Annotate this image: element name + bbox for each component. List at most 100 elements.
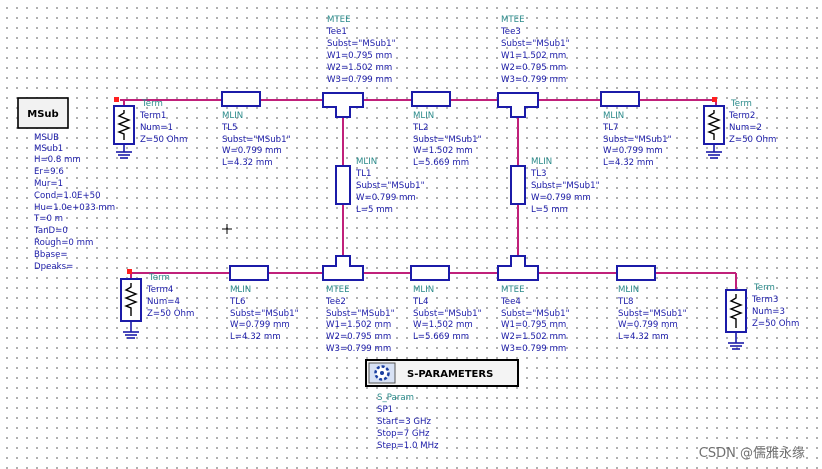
tl2-w: W=1.502 mm <box>413 146 473 156</box>
term2-component[interactable]: Term Term2 Num=2 Z=50 Ohm <box>703 97 776 159</box>
tee4-w2: W2=1.502 mm <box>501 332 566 342</box>
tl4-box[interactable] <box>410 265 450 281</box>
tee1-component[interactable]: MTEE Tee1 Subst="MSub1" W1=0.795 mm W2=1… <box>322 15 396 118</box>
msub-name: MSub1 <box>34 144 63 154</box>
tl4-w: W=1.502 mm <box>413 320 473 330</box>
tee4-subst: Subst="MSub1" <box>501 309 570 319</box>
tee3-shape[interactable] <box>497 92 539 118</box>
tee3-name: Tee3 <box>500 27 521 37</box>
tl4-subst: Subst="MSub1" <box>413 309 482 319</box>
tee1-type: MTEE <box>327 15 351 25</box>
term4-component[interactable]: Term Term4 Num=4 Z=50 Ohm <box>120 269 194 339</box>
sparam-component[interactable]: S-PARAMETERS S_Param SP1 Start=3 GHz Sto… <box>365 359 519 451</box>
tl6-box[interactable] <box>229 265 269 281</box>
tee2-shape[interactable] <box>322 255 364 281</box>
tl5-box[interactable] <box>221 91 261 107</box>
msub-param: Rough=0 mm <box>34 238 93 248</box>
tl5-l: L=4.32 mm <box>222 158 273 168</box>
tl1-name: TL1 <box>355 169 372 179</box>
tl3-component[interactable]: MLIN TL3 Subst="MSub1" W=0.799 mm L=5 mm <box>510 157 600 215</box>
term3-resistor-zigzag <box>729 294 743 328</box>
tee4-component[interactable]: MTEE Tee4 Subst="MSub1" W1=0.795 mm W2=1… <box>497 255 570 354</box>
tee2-component[interactable]: MTEE Tee2 Subst="MSub1" W1=1.502 mm W2=0… <box>322 255 395 354</box>
tl3-box[interactable] <box>510 165 526 205</box>
tl5-subst: Subst="MSub1" <box>222 135 291 145</box>
watermark: CSDN @儒雅永缘 <box>699 446 805 461</box>
tl3-name: TL3 <box>530 169 547 179</box>
term2-num: Num=2 <box>729 123 762 133</box>
tl6-w: W=0.799 mm <box>230 320 290 330</box>
tl2-box[interactable] <box>411 91 451 107</box>
term4-type: Term <box>148 273 170 283</box>
tl7-component[interactable]: MLIN TL7 Subst="MSub1" W=0.799 mm L=4.32… <box>600 91 672 168</box>
pin-marker <box>712 97 717 102</box>
tee2-subst: Subst="MSub1" <box>326 309 395 319</box>
term3-component[interactable]: Term Term3 Num=3 Z=50 Ohm <box>725 283 799 350</box>
term3-z: Z=50 Ohm <box>752 319 799 329</box>
term1-resistor-zigzag <box>117 110 131 140</box>
tee4-type: MTEE <box>501 285 525 295</box>
msub-param: H=0.8 mm <box>34 155 81 165</box>
msub-box[interactable] <box>17 97 69 129</box>
tl2-component[interactable]: MLIN TL2 Subst="MSub1" W=1.502 mm L=5.66… <box>411 91 482 168</box>
tl1-type: MLIN <box>356 157 377 167</box>
tl7-box[interactable] <box>600 91 640 107</box>
term1-component[interactable]: Term Term1 Num=1 Z=50 Ohm <box>113 97 187 159</box>
term2-resistor-zigzag <box>707 110 721 140</box>
tl8-l: L=4.32 mm <box>618 332 669 342</box>
tl8-type: MLIN <box>618 285 639 295</box>
tee2-w1: W1=1.502 mm <box>326 320 391 330</box>
msub-param: Bbase= <box>34 250 68 260</box>
tl2-subst: Subst="MSub1" <box>413 135 482 145</box>
sparam-stop: Stop=7 GHz <box>377 429 430 439</box>
tl8-name: TL8 <box>617 297 634 307</box>
sparam-type: S_Param <box>377 393 414 403</box>
tl7-w: W=0.799 mm <box>603 146 663 156</box>
tl8-component[interactable]: MLIN TL8 Subst="MSub1" W=0.799 mm L=4.32… <box>616 265 687 342</box>
tee3-type: MTEE <box>501 15 525 25</box>
msub-type: MSUB <box>34 133 59 143</box>
msub-param: Er=9.6 <box>34 167 64 177</box>
tl6-subst: Subst="MSub1" <box>230 309 299 319</box>
tl8-box[interactable] <box>616 265 656 281</box>
tl1-component[interactable]: MLIN TL1 Subst="MSub1" W=0.799 mm L=5 mm <box>335 157 425 215</box>
term3-name: Term3 <box>751 295 778 305</box>
tee4-shape[interactable] <box>497 255 539 281</box>
tee1-w2: W2=1.502 mm <box>327 63 392 73</box>
tl5-component[interactable]: MLIN TL5 Subst="MSub1" W=0.799 mm L=4.32… <box>221 91 291 168</box>
term2-z: Z=50 Ohm <box>729 135 776 145</box>
msub-param: Cond=1.0E+50 <box>34 191 101 201</box>
tee4-name: Tee4 <box>500 297 521 307</box>
tee1-name: Tee1 <box>326 27 347 37</box>
tl4-component[interactable]: MLIN TL4 Subst="MSub1" W=1.502 mm L=5.66… <box>410 265 482 342</box>
term2-name: Term2 <box>728 111 755 121</box>
crosshair-cursor-icon <box>222 224 232 234</box>
tl1-subst: Subst="MSub1" <box>356 181 425 191</box>
tl6-component[interactable]: MLIN TL6 Subst="MSub1" W=0.799 mm L=4.32… <box>229 265 299 342</box>
tee2-w2: W2=0.795 mm <box>326 332 391 342</box>
tee4-w1: W1=0.795 mm <box>501 320 566 330</box>
gear-icon-hub <box>380 371 384 375</box>
term1-z: Z=50 Ohm <box>140 135 187 145</box>
tl4-type: MLIN <box>413 285 434 295</box>
msub-param: T=0 m <box>33 214 63 224</box>
tee2-type: MTEE <box>326 285 350 295</box>
term3-num: Num=3 <box>752 307 785 317</box>
tee3-component[interactable]: MTEE Tee3 Subst="MSub1" W1=1.502 mm W2=0… <box>497 15 570 118</box>
tl1-l: L=5 mm <box>356 205 393 215</box>
term4-z: Z=50 Ohm <box>147 309 194 319</box>
tee3-w2: W2=0.795 mm <box>501 63 566 73</box>
tl6-l: L=4.32 mm <box>230 332 281 342</box>
msub-component[interactable]: MSub MSUB MSub1 H=0.8 mm Er=9.6 Mur=1 Co… <box>17 97 115 272</box>
sparam-name: SP1 <box>377 405 393 415</box>
tee1-shape[interactable] <box>322 92 364 118</box>
tl3-type: MLIN <box>531 157 552 167</box>
msub-box-label: MSub <box>27 109 58 120</box>
tee3-w3: W3=0.799 mm <box>501 75 566 85</box>
pin-marker <box>127 269 132 274</box>
tl6-type: MLIN <box>230 285 251 295</box>
term2-type: Term <box>730 99 752 109</box>
tl4-name: TL4 <box>412 297 429 307</box>
tl1-box[interactable] <box>335 165 351 205</box>
tl2-type: MLIN <box>413 111 434 121</box>
